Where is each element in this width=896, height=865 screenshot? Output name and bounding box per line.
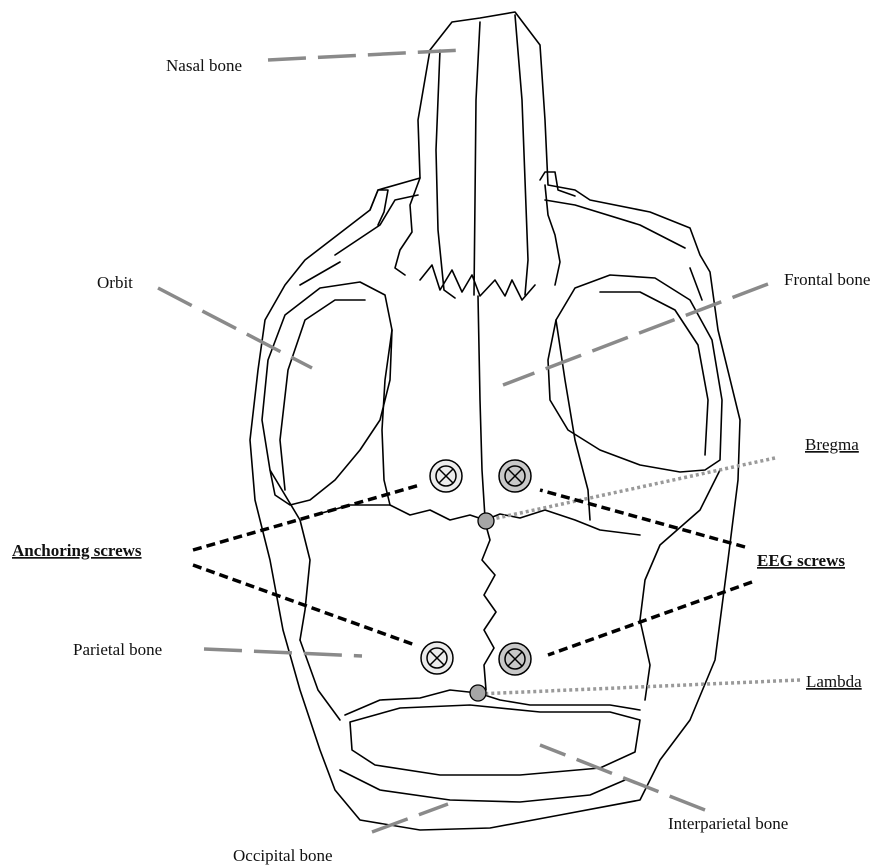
eeg-screw-top: [499, 460, 531, 492]
nasal-bone-left: [436, 50, 455, 298]
lambda-marker: [470, 685, 486, 701]
label-anchoring-screws: Anchoring screws: [12, 541, 142, 560]
leader-lines: [158, 50, 800, 832]
label-lambda: Lambda: [806, 672, 862, 691]
leader-anchoring-upper: [193, 485, 420, 550]
leader-interparietal-bone: [540, 745, 705, 810]
label-occipital-bone: Occipital bone: [233, 846, 333, 865]
leader-nasal-bone: [268, 50, 462, 60]
zygomatic-left-tab: [370, 190, 388, 225]
leader-orbit: [158, 288, 312, 368]
anchoring-screw-bottom: [421, 642, 453, 674]
bregma-marker: [478, 513, 494, 529]
eeg-screw-bottom: [499, 643, 531, 675]
orbit-left-inner: [280, 300, 365, 490]
orbit-left: [262, 282, 392, 505]
leader-lambda: [478, 680, 800, 694]
leader-eeg-lower: [548, 582, 752, 655]
leader-parietal-bone: [204, 649, 362, 656]
frontal-sagittal-suture: [478, 296, 485, 518]
skull-outline: [250, 12, 740, 830]
label-orbit: Orbit: [97, 273, 133, 292]
anchoring-screw-top: [430, 460, 462, 492]
label-bregma: Bregma: [805, 435, 859, 454]
premaxilla-right: [545, 185, 560, 285]
label-frontal-bone: Frontal bone: [784, 270, 870, 289]
leader-anchoring-lower: [193, 565, 415, 645]
label-nasal-bone: Nasal bone: [166, 56, 242, 75]
label-parietal-bone: Parietal bone: [73, 640, 162, 659]
nasal-bone-right: [515, 15, 528, 295]
label-eeg-screws: EEG screws: [757, 551, 845, 570]
orbit-right: [548, 275, 722, 472]
nasal-bone-mid: [474, 22, 480, 295]
nasal-frontal-suture: [420, 265, 535, 300]
leader-bregma: [488, 458, 775, 520]
label-interparietal-bone: Interparietal bone: [668, 814, 788, 833]
interparietal-outline: [350, 705, 640, 775]
parietal-sagittal-suture: [482, 522, 496, 690]
premaxilla-left: [395, 178, 420, 275]
orbit-right-inner: [600, 292, 708, 455]
